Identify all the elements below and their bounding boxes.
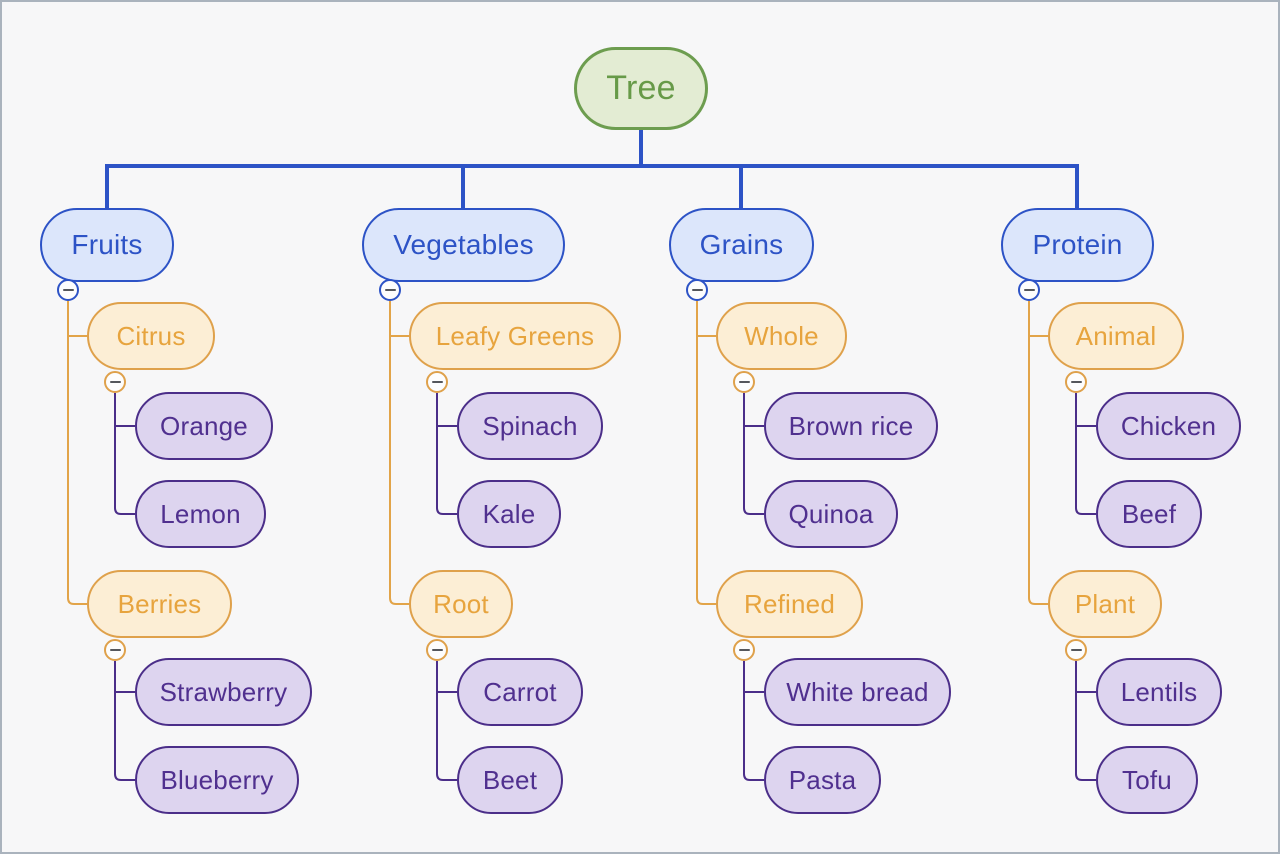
edge-animal-children <box>1075 393 1096 515</box>
node-beef[interactable]: Beef <box>1096 480 1202 548</box>
node-lentils[interactable]: Lentils <box>1096 658 1222 726</box>
edge-protein-children <box>1028 301 1048 605</box>
edge-berries-children <box>114 661 135 781</box>
edge-whole-children <box>743 393 764 515</box>
collapse-icon-root[interactable] <box>426 639 448 661</box>
node-quinoa[interactable]: Quinoa <box>764 480 898 548</box>
node-beet[interactable]: Beet <box>457 746 563 814</box>
edge-plant-children <box>1075 661 1096 781</box>
collapse-icon-vegetables[interactable] <box>379 279 401 301</box>
node-lemon[interactable]: Lemon <box>135 480 266 548</box>
edge-root-to-branches <box>105 128 1079 208</box>
minus-glyph <box>62 289 74 291</box>
collapse-icon-berries[interactable] <box>104 639 126 661</box>
collapse-icon-whole[interactable] <box>733 371 755 393</box>
node-grains[interactable]: Grains <box>669 208 814 282</box>
node-root-vegetables[interactable]: Root <box>409 570 513 638</box>
node-protein[interactable]: Protein <box>1001 208 1154 282</box>
node-spinach[interactable]: Spinach <box>457 392 603 460</box>
node-pasta[interactable]: Pasta <box>764 746 881 814</box>
node-orange[interactable]: Orange <box>135 392 273 460</box>
minus-glyph <box>431 381 443 383</box>
collapse-icon-protein[interactable] <box>1018 279 1040 301</box>
minus-glyph <box>109 649 121 651</box>
node-tofu[interactable]: Tofu <box>1096 746 1198 814</box>
node-carrot[interactable]: Carrot <box>457 658 583 726</box>
collapse-icon-plant[interactable] <box>1065 639 1087 661</box>
minus-glyph <box>109 381 121 383</box>
node-kale[interactable]: Kale <box>457 480 561 548</box>
minus-glyph <box>738 649 750 651</box>
edge-refined-children <box>743 661 764 781</box>
edge-leafy-greens-children <box>436 393 457 515</box>
collapse-icon-leafy-greens[interactable] <box>426 371 448 393</box>
minus-glyph <box>384 289 396 291</box>
node-berries[interactable]: Berries <box>87 570 232 638</box>
collapse-icon-refined[interactable] <box>733 639 755 661</box>
node-brown-rice[interactable]: Brown rice <box>764 392 938 460</box>
minus-glyph <box>691 289 703 291</box>
collapse-icon-animal[interactable] <box>1065 371 1087 393</box>
node-citrus[interactable]: Citrus <box>87 302 215 370</box>
node-chicken[interactable]: Chicken <box>1096 392 1241 460</box>
node-vegetables[interactable]: Vegetables <box>362 208 565 282</box>
node-strawberry[interactable]: Strawberry <box>135 658 312 726</box>
node-tree-root[interactable]: Tree <box>574 47 708 130</box>
minus-glyph <box>1070 649 1082 651</box>
edge-citrus-children <box>114 393 135 515</box>
edge-grains-children <box>696 301 716 605</box>
collapse-icon-grains[interactable] <box>686 279 708 301</box>
collapse-icon-fruits[interactable] <box>57 279 79 301</box>
node-plant[interactable]: Plant <box>1048 570 1162 638</box>
minus-glyph <box>1070 381 1082 383</box>
minus-glyph <box>1023 289 1035 291</box>
node-whole[interactable]: Whole <box>716 302 847 370</box>
node-blueberry[interactable]: Blueberry <box>135 746 299 814</box>
minus-glyph <box>431 649 443 651</box>
edge-root-veg-children <box>436 661 457 781</box>
node-leafy-greens[interactable]: Leafy Greens <box>409 302 621 370</box>
edge-vegetables-children <box>389 301 409 605</box>
edge-fruits-children <box>67 301 87 605</box>
node-refined[interactable]: Refined <box>716 570 863 638</box>
node-white-bread[interactable]: White bread <box>764 658 951 726</box>
collapse-icon-citrus[interactable] <box>104 371 126 393</box>
node-fruits[interactable]: Fruits <box>40 208 174 282</box>
minus-glyph <box>738 381 750 383</box>
node-animal[interactable]: Animal <box>1048 302 1184 370</box>
